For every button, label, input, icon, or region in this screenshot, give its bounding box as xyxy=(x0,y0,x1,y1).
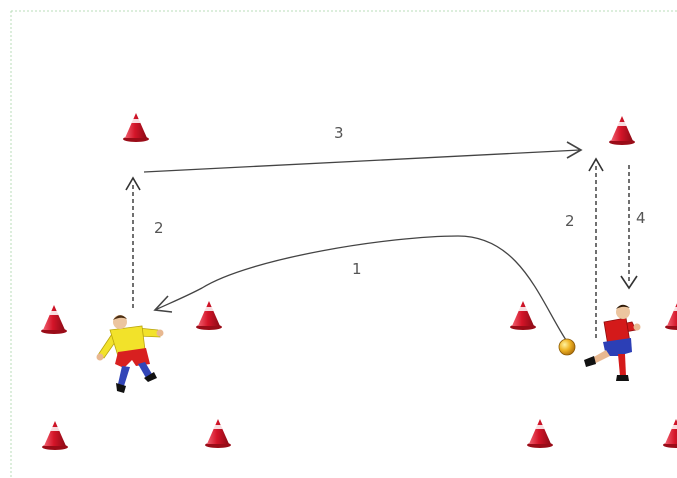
field-border xyxy=(10,10,677,478)
run-path-4 xyxy=(620,165,638,290)
cone-icon xyxy=(205,419,231,448)
cone-icon xyxy=(609,116,635,145)
cone-icon xyxy=(123,113,149,142)
cone-icon xyxy=(196,301,222,330)
label-step-3: 3 xyxy=(334,124,344,142)
cones xyxy=(41,113,677,450)
arrowhead-icon xyxy=(125,176,141,191)
goalkeeper-figure xyxy=(96,315,164,393)
cone-icon xyxy=(527,419,553,448)
label-step-2-left: 2 xyxy=(154,219,164,237)
arrowhead-icon xyxy=(588,157,604,172)
ball-path-1 xyxy=(153,235,567,341)
cone-icon xyxy=(663,419,677,448)
cone-icon xyxy=(665,301,677,330)
label-step-4: 4 xyxy=(636,209,646,227)
ball-path-3 xyxy=(143,141,583,173)
arrowhead-icon xyxy=(620,275,638,290)
arrowhead-icon xyxy=(153,295,173,313)
cone-icon xyxy=(510,301,536,330)
label-step-1: 1 xyxy=(352,260,362,278)
run-path-2-right xyxy=(588,157,604,338)
cone-icon xyxy=(41,305,67,334)
cone-icon xyxy=(42,421,68,450)
player-figure xyxy=(584,304,641,381)
ball-icon xyxy=(558,338,576,356)
label-step-2-right: 2 xyxy=(565,212,575,230)
run-path-2-left xyxy=(125,176,141,308)
arrowhead-icon xyxy=(566,141,583,159)
